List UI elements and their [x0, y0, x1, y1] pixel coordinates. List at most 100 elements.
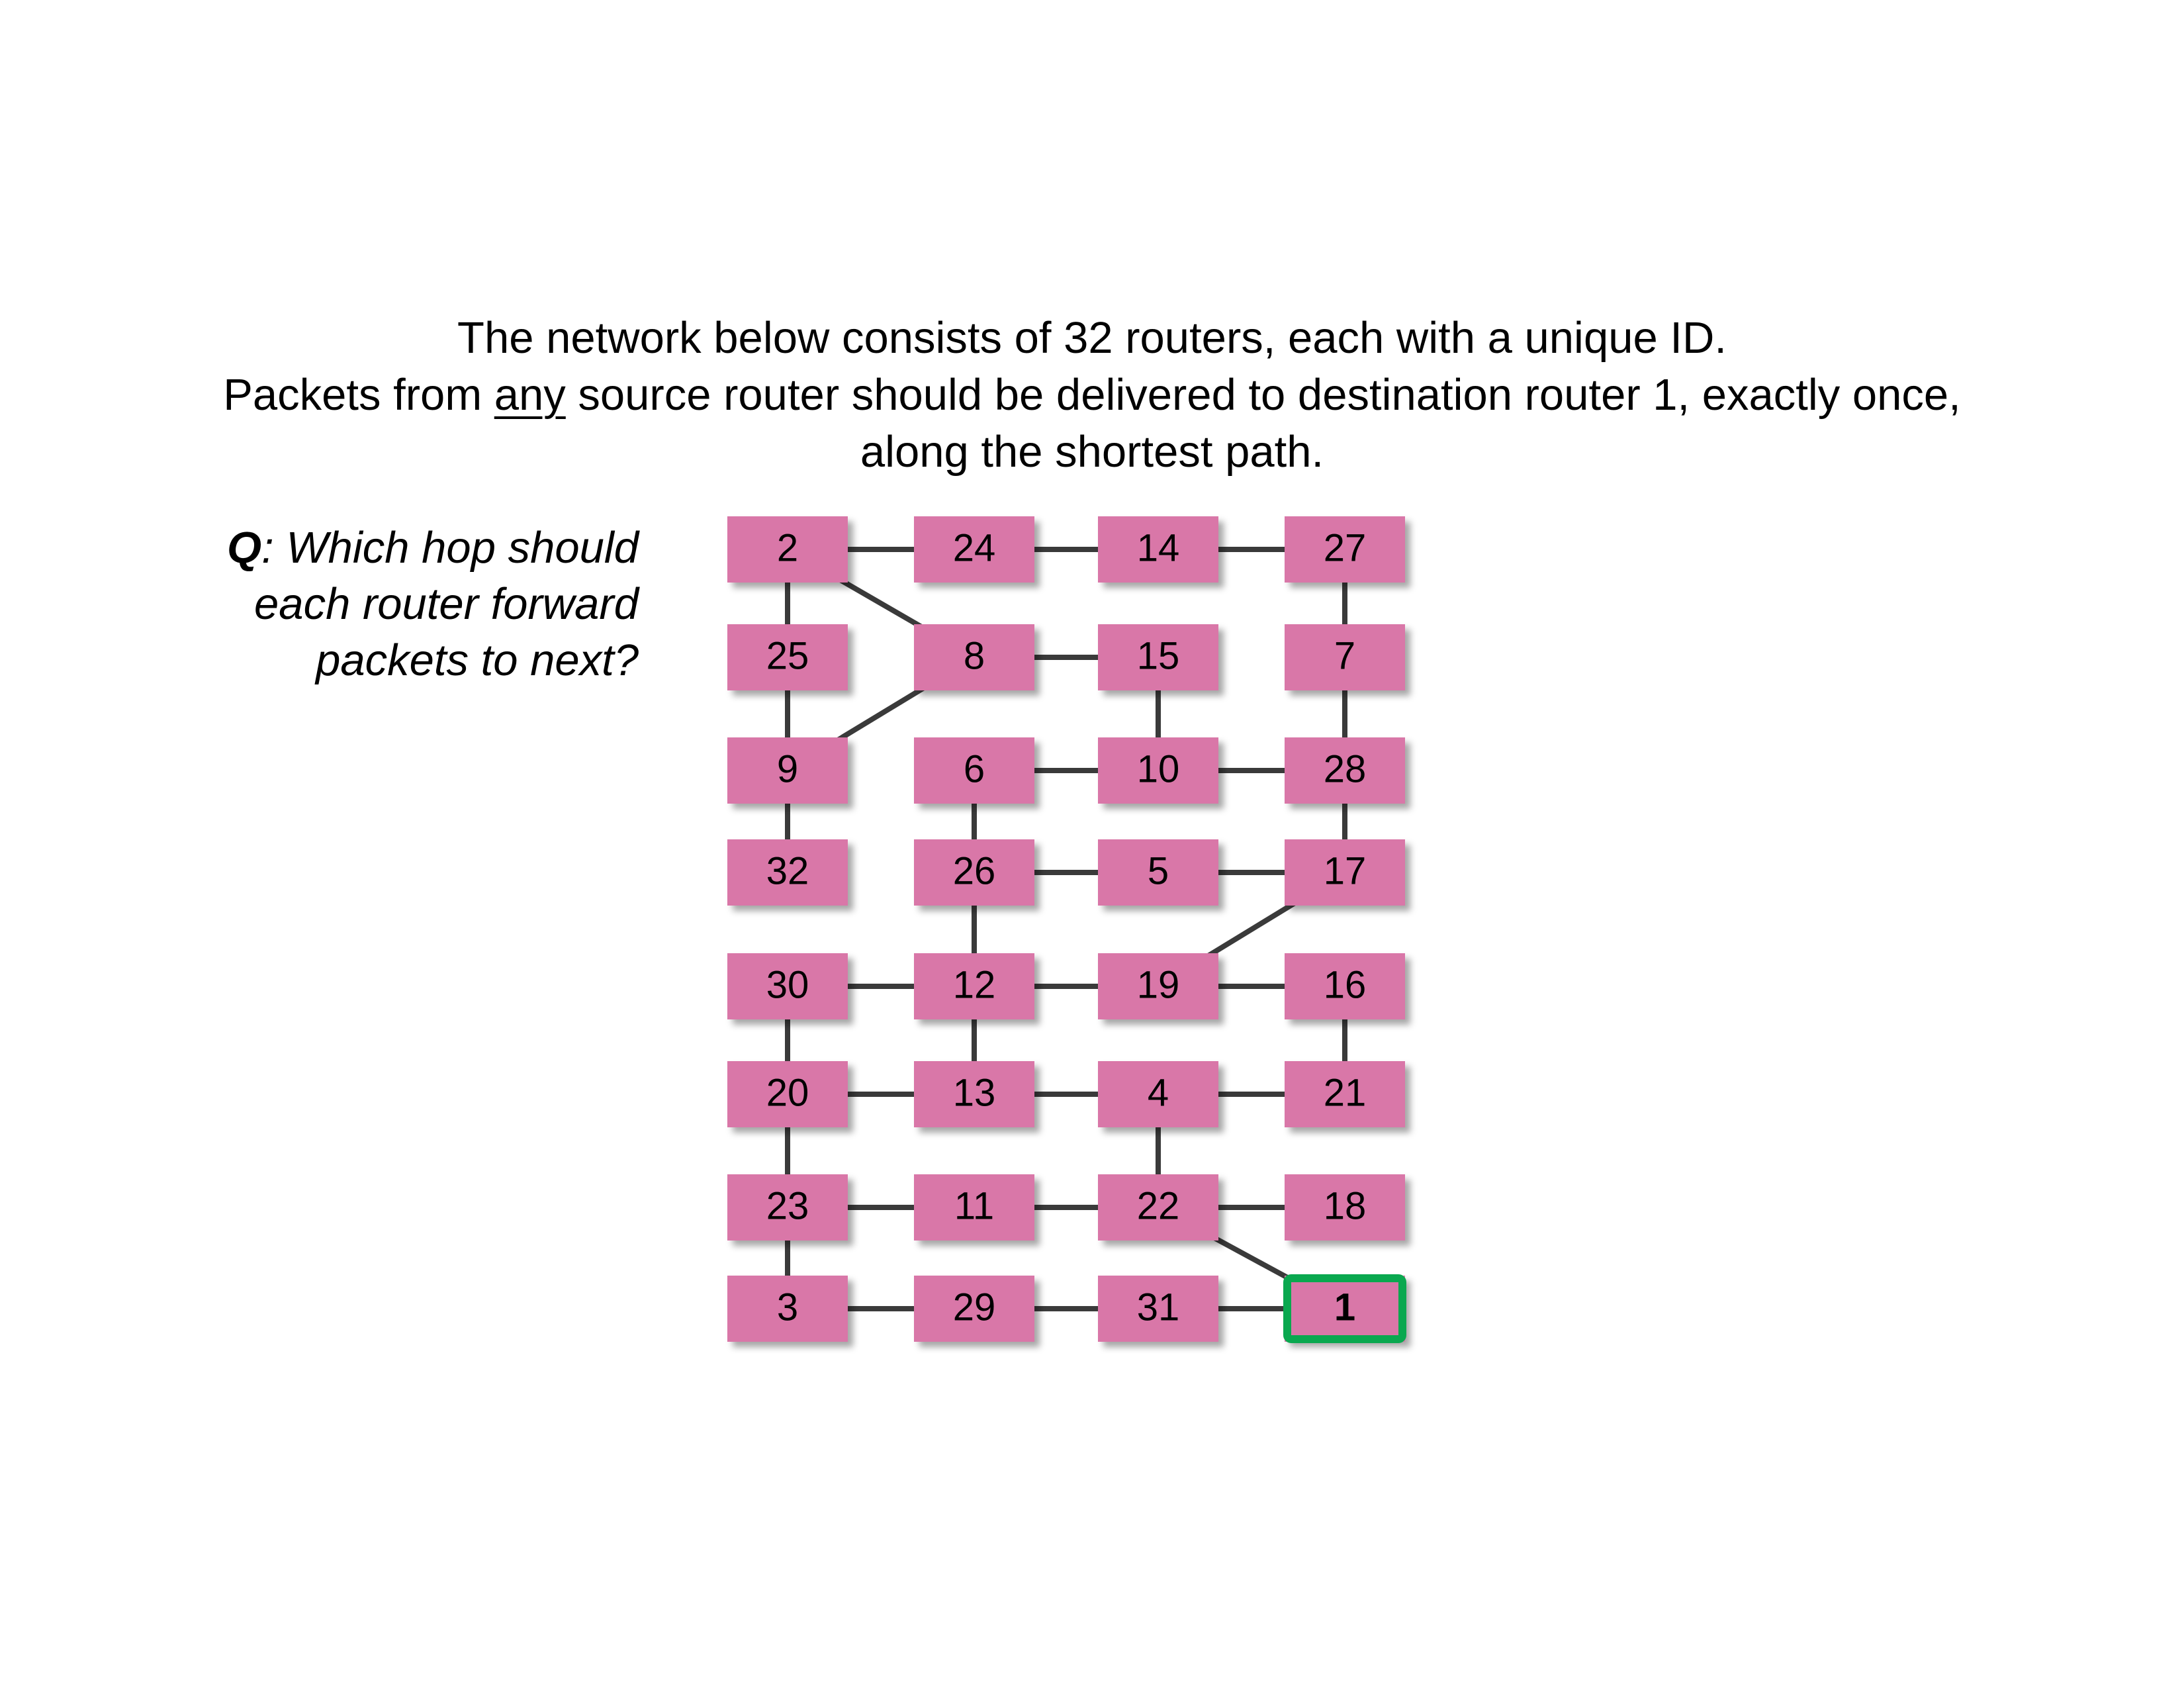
router-id-label: 12: [953, 963, 996, 1006]
router-node: 4: [1098, 1061, 1218, 1127]
router-node: 23: [727, 1174, 848, 1241]
router-node: 13: [914, 1061, 1034, 1127]
router-id-label: 5: [1148, 849, 1169, 892]
intro-line-1: The network below consists of 32 routers…: [457, 313, 1727, 363]
router-box: [914, 839, 1034, 906]
router-box: [914, 953, 1034, 1019]
router-id-label: 11: [954, 1184, 994, 1227]
router-node: 11: [914, 1174, 1034, 1241]
router-box: [727, 839, 848, 906]
router-node: 18: [1285, 1174, 1405, 1241]
router-id-label: 14: [1137, 526, 1180, 569]
router-id-label: 25: [766, 634, 809, 677]
router-id-label: 17: [1324, 849, 1367, 892]
question-line-2: each router forward: [254, 579, 639, 629]
router-id-label: 26: [953, 849, 996, 892]
router-box: [914, 624, 1034, 690]
question-label: Q: [227, 523, 262, 573]
router-id-label: 1: [1334, 1286, 1355, 1329]
router-id-label: 30: [766, 963, 809, 1006]
router-box: [727, 1061, 848, 1127]
intro-text: The network below consists of 32 routers…: [132, 310, 2052, 481]
intro-line-2-end: source router should be delivered to des…: [565, 370, 1961, 420]
router-id-label: 19: [1137, 963, 1180, 1006]
router-node: 26: [914, 839, 1034, 906]
intro-emphasis-any: any: [494, 370, 566, 420]
router-box: [914, 737, 1034, 804]
router-id-label: 10: [1137, 747, 1180, 790]
router-node: 20: [727, 1061, 848, 1127]
router-box: [1098, 1276, 1218, 1342]
router-node: 31: [1098, 1276, 1218, 1342]
router-node: 9: [727, 737, 848, 804]
router-node: 19: [1098, 953, 1218, 1019]
router-node: 3: [727, 1276, 848, 1342]
router-id-label: 24: [953, 526, 996, 569]
router-box: [914, 1174, 1034, 1241]
router-box: [1098, 1061, 1218, 1127]
router-box: [1098, 953, 1218, 1019]
router-box: [1098, 624, 1218, 690]
router-id-label: 2: [777, 526, 798, 569]
router-box: [1285, 737, 1405, 804]
router-node: 24: [914, 516, 1034, 583]
router-node: 17: [1285, 839, 1405, 906]
router-node: 6: [914, 737, 1034, 804]
router-id-label: 31: [1137, 1286, 1180, 1329]
router-box: [914, 1276, 1034, 1342]
router-box: [727, 737, 848, 804]
router-box: [727, 1174, 848, 1241]
question-text: Q: Which hop should each router forward …: [79, 520, 639, 688]
intro-line-3: along the shortest path.: [860, 427, 1324, 477]
router-node: 16: [1285, 953, 1405, 1019]
router-id-label: 3: [777, 1286, 798, 1329]
router-id-label: 8: [964, 634, 985, 677]
router-node: 22: [1098, 1174, 1218, 1241]
router-box: [1285, 1174, 1405, 1241]
destination-router-node: 1: [1283, 1274, 1406, 1343]
router-node: 14: [1098, 516, 1218, 583]
router-node: 21: [1285, 1061, 1405, 1127]
question-line-3: packets to next?: [316, 635, 639, 685]
router-node: 25: [727, 624, 848, 690]
router-node: 29: [914, 1276, 1034, 1342]
router-box: [1285, 624, 1405, 690]
router-node: 12: [914, 953, 1034, 1019]
router-id-label: 20: [766, 1071, 809, 1114]
router-node: 8: [914, 624, 1034, 690]
router-box: [914, 1061, 1034, 1127]
router-node: 27: [1285, 516, 1405, 583]
router-node: 15: [1098, 624, 1218, 690]
router-box: [1285, 1061, 1405, 1127]
router-box: [727, 516, 848, 583]
router-id-label: 21: [1324, 1071, 1367, 1114]
router-box: [1098, 516, 1218, 583]
intro-line-2: Packets from any source router should be…: [132, 367, 2052, 424]
question-line-1-text: : Which hop should: [261, 523, 639, 573]
router-id-label: 9: [777, 747, 798, 790]
router-id-label: 7: [1334, 634, 1355, 677]
router-box: [1098, 1174, 1218, 1241]
router-id-label: 28: [1324, 747, 1367, 790]
router-id-label: 13: [953, 1071, 996, 1114]
router-id-label: 6: [964, 747, 985, 790]
router-box: [1098, 737, 1218, 804]
router-id-label: 29: [953, 1286, 996, 1329]
router-id-label: 32: [766, 849, 809, 892]
router-id-label: 4: [1148, 1071, 1169, 1114]
question-line-1: Q: Which hop should: [79, 520, 639, 576]
router-box: [1098, 839, 1218, 906]
router-box: [727, 624, 848, 690]
intro-line-2-start: Packets from: [223, 370, 494, 420]
router-id-label: 23: [766, 1184, 809, 1227]
router-id-label: 22: [1137, 1184, 1180, 1227]
router-node: 7: [1285, 624, 1405, 690]
router-node: 28: [1285, 737, 1405, 804]
router-box: [1285, 839, 1405, 906]
router-node: 30: [727, 953, 848, 1019]
destination-highlight: [1283, 1274, 1406, 1343]
router-box: [914, 516, 1034, 583]
router-box: [727, 1276, 848, 1342]
